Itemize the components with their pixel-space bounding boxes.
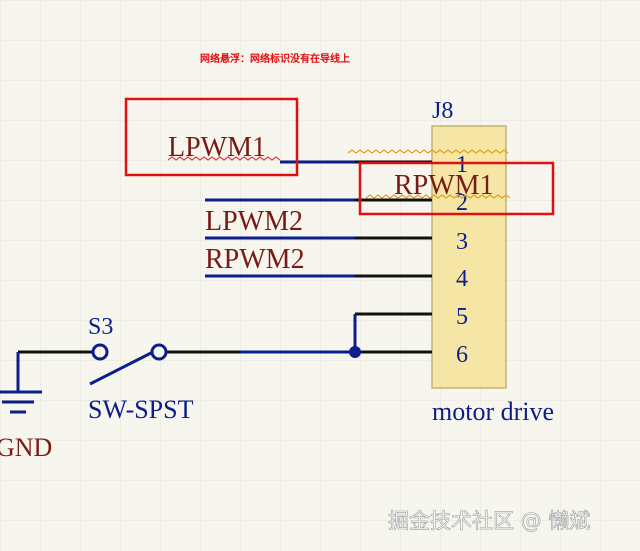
highlight-box-lpwm1	[124, 97, 299, 177]
watermark-text: 掘金技术社区 @ 懒斌	[388, 509, 590, 533]
pin-number-2: 2	[456, 190, 468, 216]
pin-number-6: 6	[456, 342, 468, 368]
net-label-rpwm2[interactable]: RPWM2	[205, 244, 305, 275]
squiggle-rpwm1	[365, 194, 511, 199]
squiggle-top-rpwm	[347, 149, 509, 154]
warning-text: 网络悬浮：网络标识没有在导线上	[200, 52, 350, 65]
connector-designator: J8	[432, 98, 453, 124]
pin-number-5: 5	[456, 304, 468, 330]
connector-j8[interactable]: J8 motor drive 1 2 3 4 5 6	[431, 98, 554, 426]
gnd-port[interactable]: GND	[0, 352, 52, 462]
junction-dot	[349, 346, 361, 358]
switch-terminal-right	[150, 343, 168, 361]
highlight-box-rpwm1	[358, 161, 555, 216]
switch-comment: SW-SPST	[88, 395, 194, 424]
wires	[205, 160, 357, 354]
switch-terminal-left	[91, 343, 109, 361]
net-label-lpwm1[interactable]: LPWM1	[168, 132, 266, 163]
connector-body	[431, 125, 507, 389]
pin-number-4: 4	[456, 266, 468, 292]
net-label-lpwm2[interactable]: LPWM2	[205, 206, 303, 237]
pin-number-1: 1	[456, 152, 468, 178]
switch-s3[interactable]: S3 SW-SPST	[18, 314, 240, 424]
squiggle-lpwm1	[167, 156, 281, 161]
switch-designator: S3	[88, 314, 113, 340]
error-squiggles	[167, 149, 511, 199]
connector-comment: motor drive	[432, 397, 554, 426]
pin-number-3: 3	[456, 229, 468, 255]
switch-blade	[89, 350, 154, 386]
gnd-label: GND	[0, 433, 52, 462]
